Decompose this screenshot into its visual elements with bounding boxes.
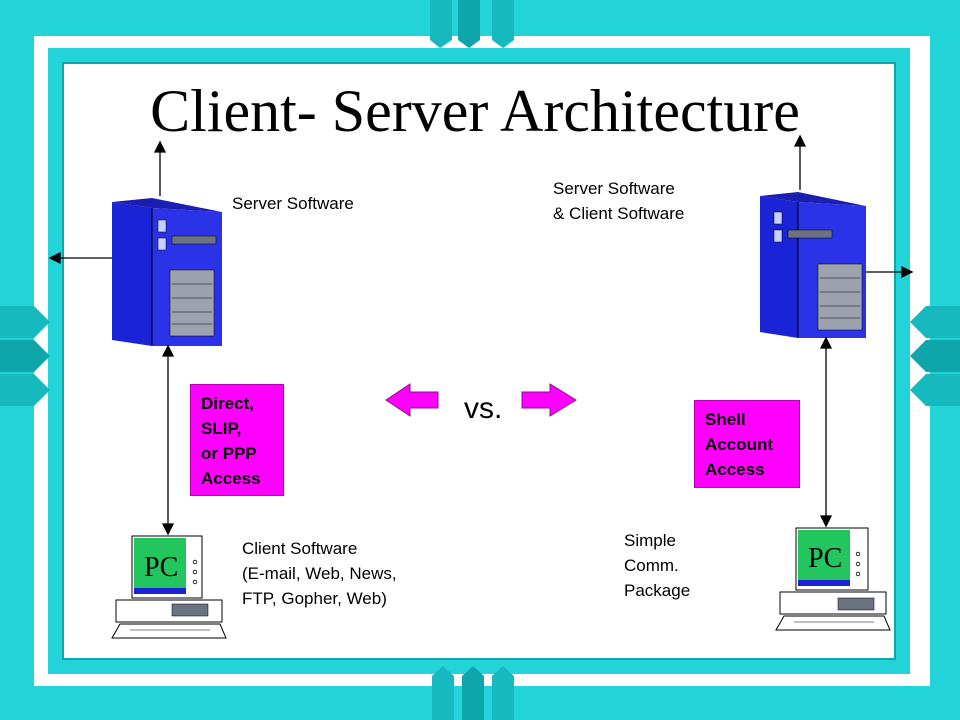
right-client-line: Package [624,581,691,600]
left-client-line: FTP, Gopher, Web) [242,589,387,608]
frame-decoration-bottom [432,666,514,720]
left-access-line: or PPP [201,444,257,463]
right-server-tower-icon [760,192,866,338]
right-client-description: Simple Comm. Package [624,528,690,603]
left-pc-computer-icon [111,535,227,639]
left-server-label: Server Software [232,194,354,213]
frame-bar-left [48,48,62,674]
right-server-arrows [793,134,914,528]
left-client-line: Client Software [242,539,358,558]
left-server-arrows [48,140,175,536]
page-title: Client- Server Architecture [150,78,800,144]
frame-bar-top [48,48,910,62]
frame-decoration-right [910,306,960,406]
right-server-line: & Client Software [553,204,685,223]
right-access-line: Account [705,435,773,454]
frame-decoration-left [0,306,50,406]
left-client-line: (E-mail, Web, News, [242,564,397,583]
left-access-box: Direct, SLIP, or PPP Access [190,384,284,496]
double-arrow-icon [385,383,577,417]
left-access-line: Access [201,469,261,488]
right-access-line: Access [705,460,765,479]
frame-decoration-top [430,0,514,48]
left-access-line: Direct, [201,394,254,413]
left-pc-label: PC [144,552,179,583]
frame-bar-bottom [48,660,910,674]
right-client-line: Comm. [624,556,679,575]
right-client-line: Simple [624,531,676,550]
frame-bar-right [896,48,910,674]
right-server-description: Server Software & Client Software [553,176,684,226]
right-access-line: Shell [705,410,746,429]
left-access-line: SLIP, [201,419,242,438]
right-server-line: Server Software [553,179,675,198]
left-client-description: Client Software (E-mail, Web, News, FTP,… [242,536,397,611]
right-pc-computer-icon [775,527,891,631]
right-access-box: Shell Account Access [694,400,800,488]
right-pc-label: PC [808,543,843,574]
vs-label: vs. [464,392,503,425]
left-server-tower-icon [112,198,222,346]
